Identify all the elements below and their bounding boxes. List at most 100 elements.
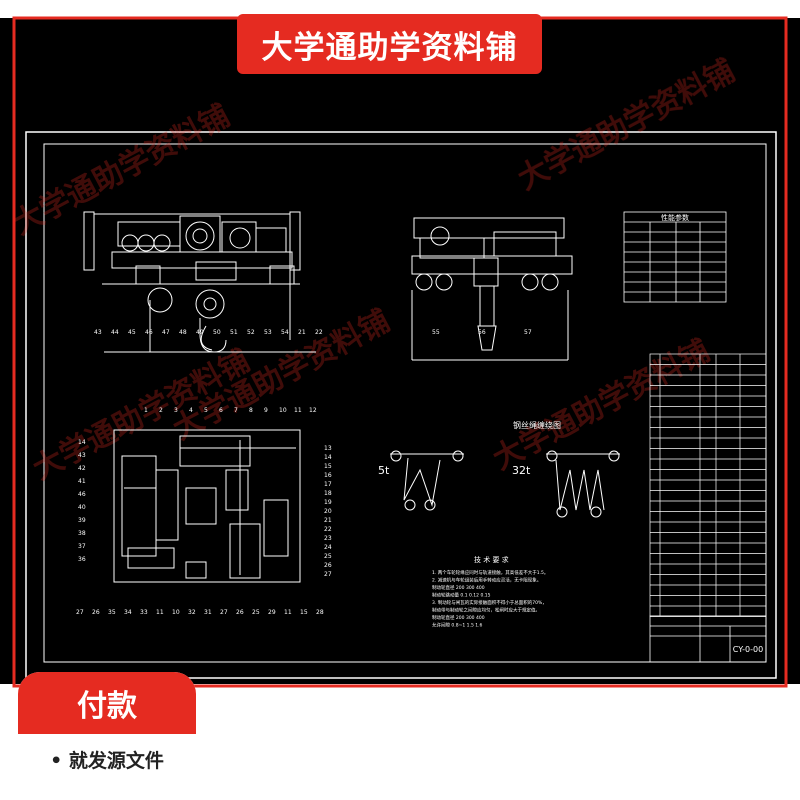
shop-banner: 大学通助学资料铺: [237, 14, 542, 74]
shop-banner-title: 大学通助学资料铺: [261, 29, 518, 66]
tech-req-line: 制动轮直径 200 300 400: [432, 614, 485, 621]
plan-view: [113, 429, 301, 583]
payment-badge[interactable]: 付款 • 就发源文件: [18, 672, 196, 784]
callout-number: 26: [92, 609, 100, 616]
callout-number: 22: [324, 526, 332, 533]
tech-req-title: 技 术 要 求: [474, 555, 509, 564]
callout-number: 40: [78, 504, 86, 511]
callout-number: 55: [432, 329, 440, 336]
payment-subtitle: • 就发源文件: [50, 749, 164, 772]
side-view: [411, 217, 573, 361]
callout-number: 15: [324, 463, 332, 470]
callout-number: 35: [108, 609, 116, 616]
rope-diagrams: [390, 450, 620, 518]
callout-number: 57: [524, 329, 532, 336]
tech-req-line: 3. 制动轮与闸瓦的实际接触面积不得小于总面积的70%，: [432, 599, 547, 606]
callout-number: 52: [247, 329, 255, 336]
callout-number: 50: [213, 329, 221, 336]
callout-number: 10: [172, 609, 180, 616]
callout-number: 17: [324, 481, 332, 488]
callout-number: 29: [268, 609, 276, 616]
drawing-number: CY-0-00: [733, 645, 763, 654]
callout-number: 11: [284, 609, 292, 616]
callout-number: 18: [324, 490, 332, 497]
callout-number: 22: [315, 329, 323, 336]
tech-req-line: 2. 减速机与车轮组装后用手转动应灵活，无卡阻现象。: [432, 577, 541, 584]
callout-number: 19: [324, 499, 332, 506]
callout-number: 28: [316, 609, 324, 616]
callout-number: 9: [264, 407, 268, 414]
callout-number: 47: [162, 329, 170, 336]
callout-number: 25: [324, 553, 332, 560]
callout-number: 45: [128, 329, 136, 336]
callout-number: 36: [78, 556, 86, 563]
spec-table-title: 性能参数: [661, 213, 689, 222]
callout-number: 21: [298, 329, 306, 336]
callout-number: 27: [324, 571, 332, 578]
spec-table: [623, 211, 727, 303]
callout-number: 41: [78, 478, 86, 485]
rope-label-5t: 5t: [378, 464, 390, 477]
callout-number: 12: [309, 407, 317, 414]
callout-number: 3: [174, 407, 178, 414]
callout-number: 38: [78, 530, 86, 537]
callout-number: 4: [189, 407, 193, 414]
callout-number: 24: [324, 544, 332, 551]
callout-number: 20: [324, 508, 332, 515]
callout-number: 27: [76, 609, 84, 616]
callout-number: 5: [204, 407, 208, 414]
drawing-background: [0, 18, 800, 684]
callout-number: 43: [94, 329, 102, 336]
front-view: [83, 211, 316, 353]
callout-number: 26: [236, 609, 244, 616]
callout-number: 10: [279, 407, 287, 414]
callout-number: 1: [144, 407, 148, 414]
callout-number: 8: [249, 407, 253, 414]
tech-req-line: 1. 两个车轮轮缘应同时与轨道接触，其高低差不大于1.5。: [432, 569, 548, 576]
callout-number: 23: [324, 535, 332, 542]
callout-number: 46: [145, 329, 153, 336]
callout-number: 37: [78, 543, 86, 550]
title-block: [649, 615, 767, 663]
callout-number: 43: [78, 452, 86, 459]
callout-number: 32: [188, 609, 196, 616]
rope-diagram-title: 钢丝绳缠绕图: [513, 420, 561, 430]
callout-number: 15: [300, 609, 308, 616]
tech-req-line: 制动轮直径 200 300 400: [432, 584, 485, 591]
callout-number: 51: [230, 329, 238, 336]
payment-title: 付款: [18, 672, 196, 734]
callout-number: 53: [264, 329, 272, 336]
callout-number: 7: [234, 407, 238, 414]
tech-req-lines: 1. 两个车轮轮缘应同时与轨道接触，其高低差不大于1.5。2. 减速机与车轮组装…: [432, 569, 548, 629]
callout-number: 6: [219, 407, 223, 414]
callout-number: 49: [196, 329, 204, 336]
tech-req-line: 制动轮跳动量 0.1 0.12 0.15: [432, 592, 491, 599]
callout-number: 34: [124, 609, 132, 616]
callout-number: 27: [220, 609, 228, 616]
callout-number: 11: [156, 609, 164, 616]
rope-label-32t: 32t: [512, 464, 531, 477]
callout-number: 56: [478, 329, 486, 336]
callout-number: 42: [78, 465, 86, 472]
contact-message: 完整预览 联系客服发送: [302, 717, 718, 762]
callout-number: 13: [324, 445, 332, 452]
callout-number: 16: [324, 472, 332, 479]
callout-number: 2: [159, 407, 163, 414]
callout-number: 54: [281, 329, 289, 336]
callout-number: 39: [78, 517, 86, 524]
callout-number: 46: [78, 491, 86, 498]
callout-number: 26: [324, 562, 332, 569]
tech-req-line: 允许间隙 0.8~1 1.5 1.6: [432, 622, 483, 629]
callout-number: 21: [324, 517, 332, 524]
callout-number: 14: [78, 439, 86, 446]
outer-border: [25, 131, 777, 679]
callout-number: 25: [252, 609, 260, 616]
callout-number: 31: [204, 609, 212, 616]
callout-number: 11: [294, 407, 302, 414]
callout-number: 44: [111, 329, 119, 336]
callout-number: 33: [140, 609, 148, 616]
callout-number: 48: [179, 329, 187, 336]
callout-number: 14: [324, 454, 332, 461]
